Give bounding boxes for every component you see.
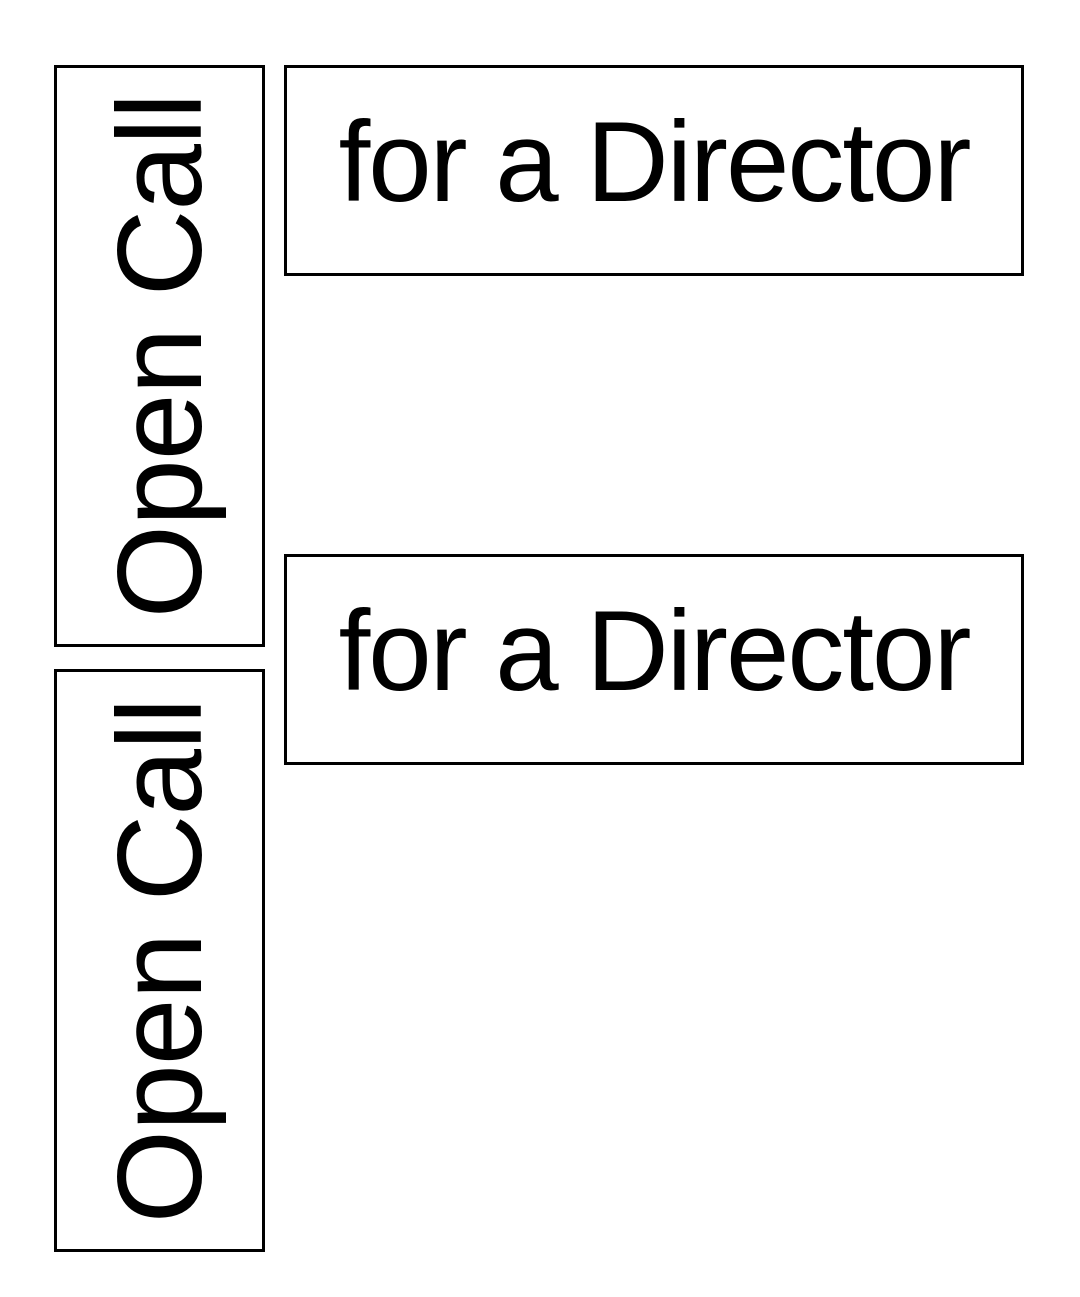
for-a-director-text: for a Director [338, 587, 972, 715]
for-a-director-box-top: for a Director [284, 65, 1024, 276]
open-call-box-top: Open Call [54, 65, 265, 647]
open-call-text: Open Call [92, 93, 227, 619]
for-a-director-box-bottom: for a Director [284, 554, 1024, 765]
for-a-director-text: for a Director [338, 98, 972, 226]
open-call-box-bottom: Open Call [54, 669, 265, 1252]
open-call-text: Open Call [92, 698, 227, 1223]
